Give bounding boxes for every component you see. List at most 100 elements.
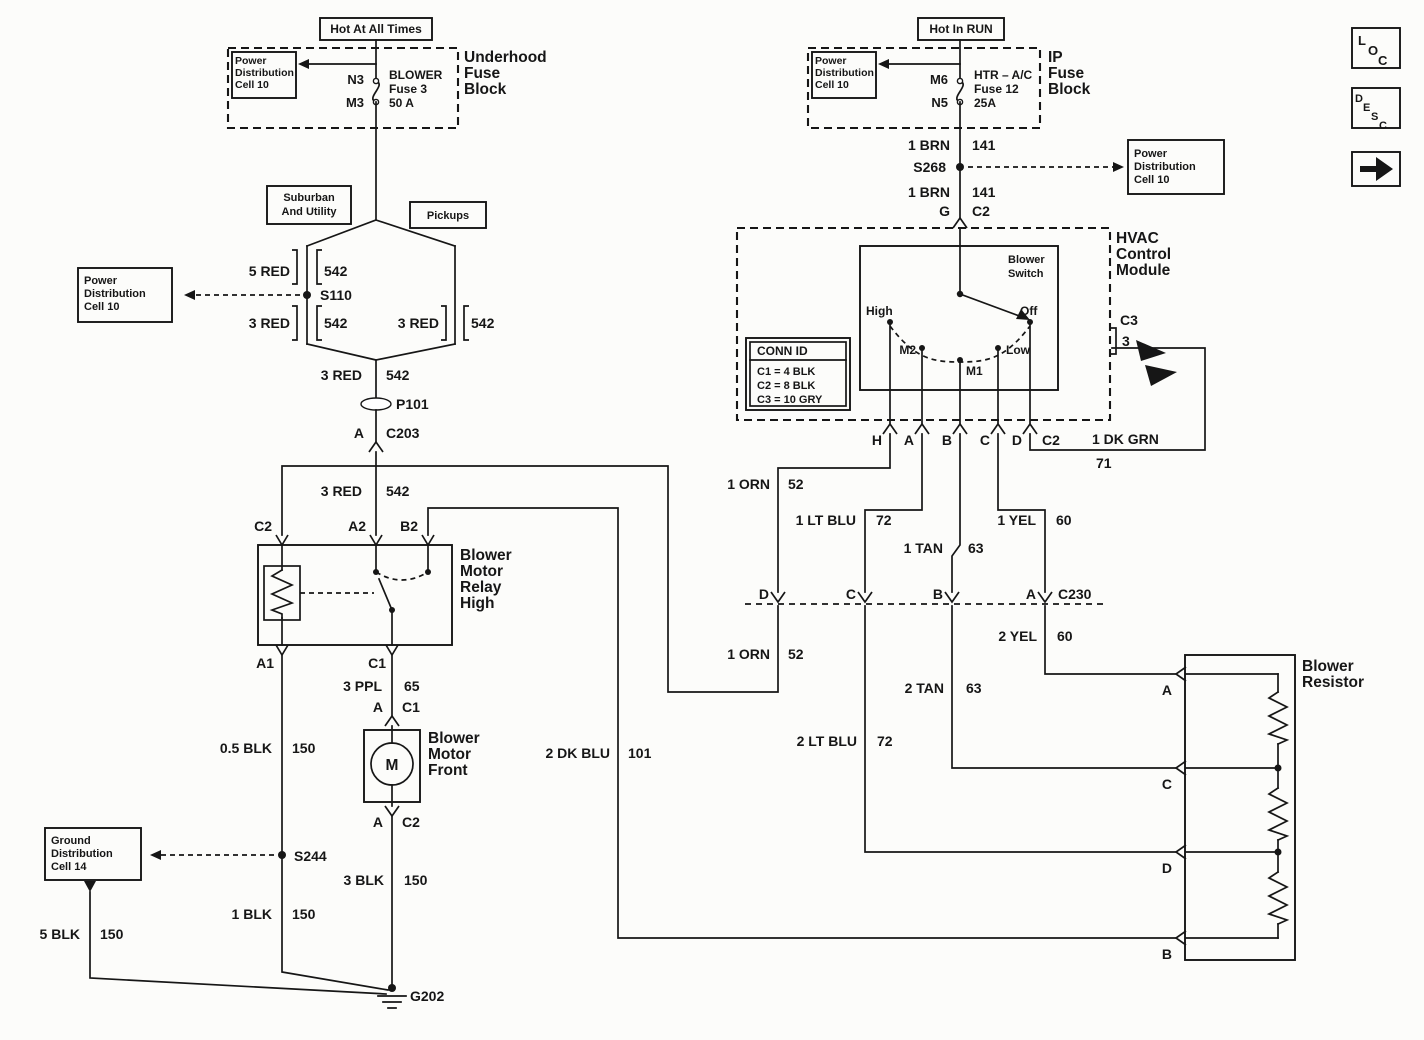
wire-1blk-label: 1 BLK (232, 906, 272, 922)
splice-s110-label: S110 (320, 287, 352, 303)
motor-top-pin: A (373, 699, 383, 715)
wire-2tan-num: 63 (966, 680, 982, 696)
gnd-cell-line1: Ground (51, 835, 91, 847)
c203-name: C203 (386, 425, 420, 441)
underhood-dashed-box (226, 46, 460, 130)
wire-1ltblu-label: 1 LT BLU (796, 512, 856, 528)
wire-2dkblu-label: 2 DK BLU (545, 745, 610, 761)
wire-1orn-a-label: 1 ORN (727, 476, 770, 492)
s268-arrowhead (1113, 162, 1124, 172)
resistor-pin-c: C (1162, 776, 1172, 792)
relay-box (257, 544, 453, 646)
underhood-name-3: Block (464, 81, 507, 98)
underhood-name-2: Fuse (464, 65, 501, 82)
blower-resistor: A C D B Blower Resistor (1162, 654, 1364, 962)
pd-ip-line2: Distribution (815, 67, 874, 79)
fuse-ip-line1: HTR – A/C (974, 68, 1033, 82)
relay-pin-c2: C2 (254, 518, 272, 534)
c203-pin: A (354, 425, 364, 441)
wire-1yel-label: 1 YEL (997, 512, 1036, 528)
esd-symbol-icon-2 (1145, 365, 1177, 386)
splice-s268-dot (956, 163, 964, 171)
switch-arm-arrowhead (1016, 309, 1030, 320)
power-dist-cell10-box-ip (811, 51, 877, 99)
wire-1orn-b-label: 1 ORN (727, 646, 770, 662)
c230-pin-a: A (1026, 586, 1036, 602)
wire-05blk-label: 0.5 BLK (220, 740, 272, 756)
wire-5red-num: 542 (324, 263, 348, 279)
resistor-element-3 (1266, 870, 1290, 926)
motor-bot-name: C2 (402, 814, 420, 830)
pd-ip-line1: Power (815, 55, 847, 67)
connector-c230: D C B A C230 (745, 586, 1105, 605)
switch-name-1: Blower (1008, 254, 1045, 266)
wire-3blk-label: 3 BLK (344, 872, 384, 888)
fuse-uh-line3: 50 A (389, 96, 414, 110)
wire-3red-right-label: 3 RED (398, 315, 439, 331)
module-pin-c: C (980, 432, 990, 448)
s110-arrowhead (184, 290, 195, 300)
desc-letter-s: S (1371, 111, 1378, 123)
wire-3red-mid-num: 542 (386, 367, 410, 383)
hvac-name-1: HVAC (1116, 230, 1159, 247)
power-dist-cell10-box-s268 (1127, 139, 1225, 195)
next-page-button[interactable] (1351, 151, 1401, 187)
module-c3-name: C3 (1120, 312, 1138, 328)
pd-uh-line2: Distribution (235, 67, 294, 79)
g202-junction-dot (388, 984, 396, 992)
pd-ip-line3: Cell 10 (815, 79, 849, 91)
module-top-arrow (952, 216, 968, 229)
c230-pin-c: C (846, 586, 856, 602)
esd-symbol-icon (1136, 340, 1166, 361)
module-pin-d: D (1012, 432, 1022, 448)
resistor-pin-a: A (1162, 682, 1172, 698)
upper-harness-wires: 1 ORN 52 1 LT BLU 72 1 TAN 63 1 YEL 60 1… (727, 347, 1206, 593)
c203-terminal-arrow (368, 440, 384, 453)
hot-at-all-times-label: Hot At All Times (330, 22, 422, 36)
gnd-cell-down-arrow (84, 881, 96, 892)
wire-1orn-b-num: 52 (788, 646, 804, 662)
wire-1dkgrn-num: 71 (1096, 455, 1112, 471)
motor-bot-pin: A (373, 814, 383, 830)
wire-3red-low-label: 3 RED (321, 483, 362, 499)
grommet-p101 (360, 397, 392, 411)
wire-1brn-a-label: 1 BRN (908, 137, 950, 153)
fuse-ip-line3: 25A (974, 96, 996, 110)
relay-name-3: Relay (460, 579, 502, 596)
suburban-box (266, 185, 352, 225)
relay-pin-b2: B2 (400, 518, 418, 534)
module-pin-h: H (872, 432, 882, 448)
c230-pin-b: B (933, 586, 943, 602)
ip-fuse-block: Hot In RUN Power Distribution Cell 10 M6… (806, 17, 1091, 130)
module-c2-terminals: H A B C D C2 (872, 324, 1060, 448)
loc-letter-c: C (1378, 53, 1388, 68)
pd-s110-line1: Power (84, 275, 118, 287)
module-top-name: C2 (972, 203, 990, 219)
relay-pin-c1: C1 (368, 655, 386, 671)
wire-5blk-label: 5 BLK (40, 926, 80, 942)
resistor-pin-d: D (1162, 860, 1172, 876)
terminal-n5: N5 (931, 95, 948, 110)
wire-05blk-num: 150 (292, 740, 316, 756)
model-split-section: Suburban And Utility Pickups 5 RED 542 S… (77, 101, 495, 362)
pd-s268-line2: Distribution (1134, 161, 1196, 173)
loc-button[interactable]: L O C (1351, 27, 1401, 69)
power-dist-cell10-box-uh (231, 51, 297, 99)
p101-label: P101 (396, 396, 429, 412)
wire-3red-mid-label: 3 RED (321, 367, 362, 383)
s244-arrowhead (150, 850, 161, 860)
terminal-m3: M3 (346, 95, 364, 110)
module-top-pin: G (939, 203, 950, 219)
wire-2yel-num: 60 (1057, 628, 1073, 644)
switch-name-2: Switch (1008, 268, 1044, 280)
desc-button[interactable]: D E S C (1351, 87, 1401, 132)
underhood-fuse-block: Hot At All Times Power Distribution Cell… (226, 17, 547, 130)
blower-motor-relay: C2 A2 B2 A1 C1 Blower Motor Relay High (254, 518, 512, 671)
conn-id-row3: C3 = 10 GRY (757, 394, 823, 406)
module-pin-b: B (942, 432, 952, 448)
motor-top-arrow (384, 714, 400, 727)
wire-1brn-a-num: 141 (972, 137, 996, 153)
wire-3blk-num: 150 (404, 872, 428, 888)
hvac-dashed-box (735, 226, 1112, 422)
